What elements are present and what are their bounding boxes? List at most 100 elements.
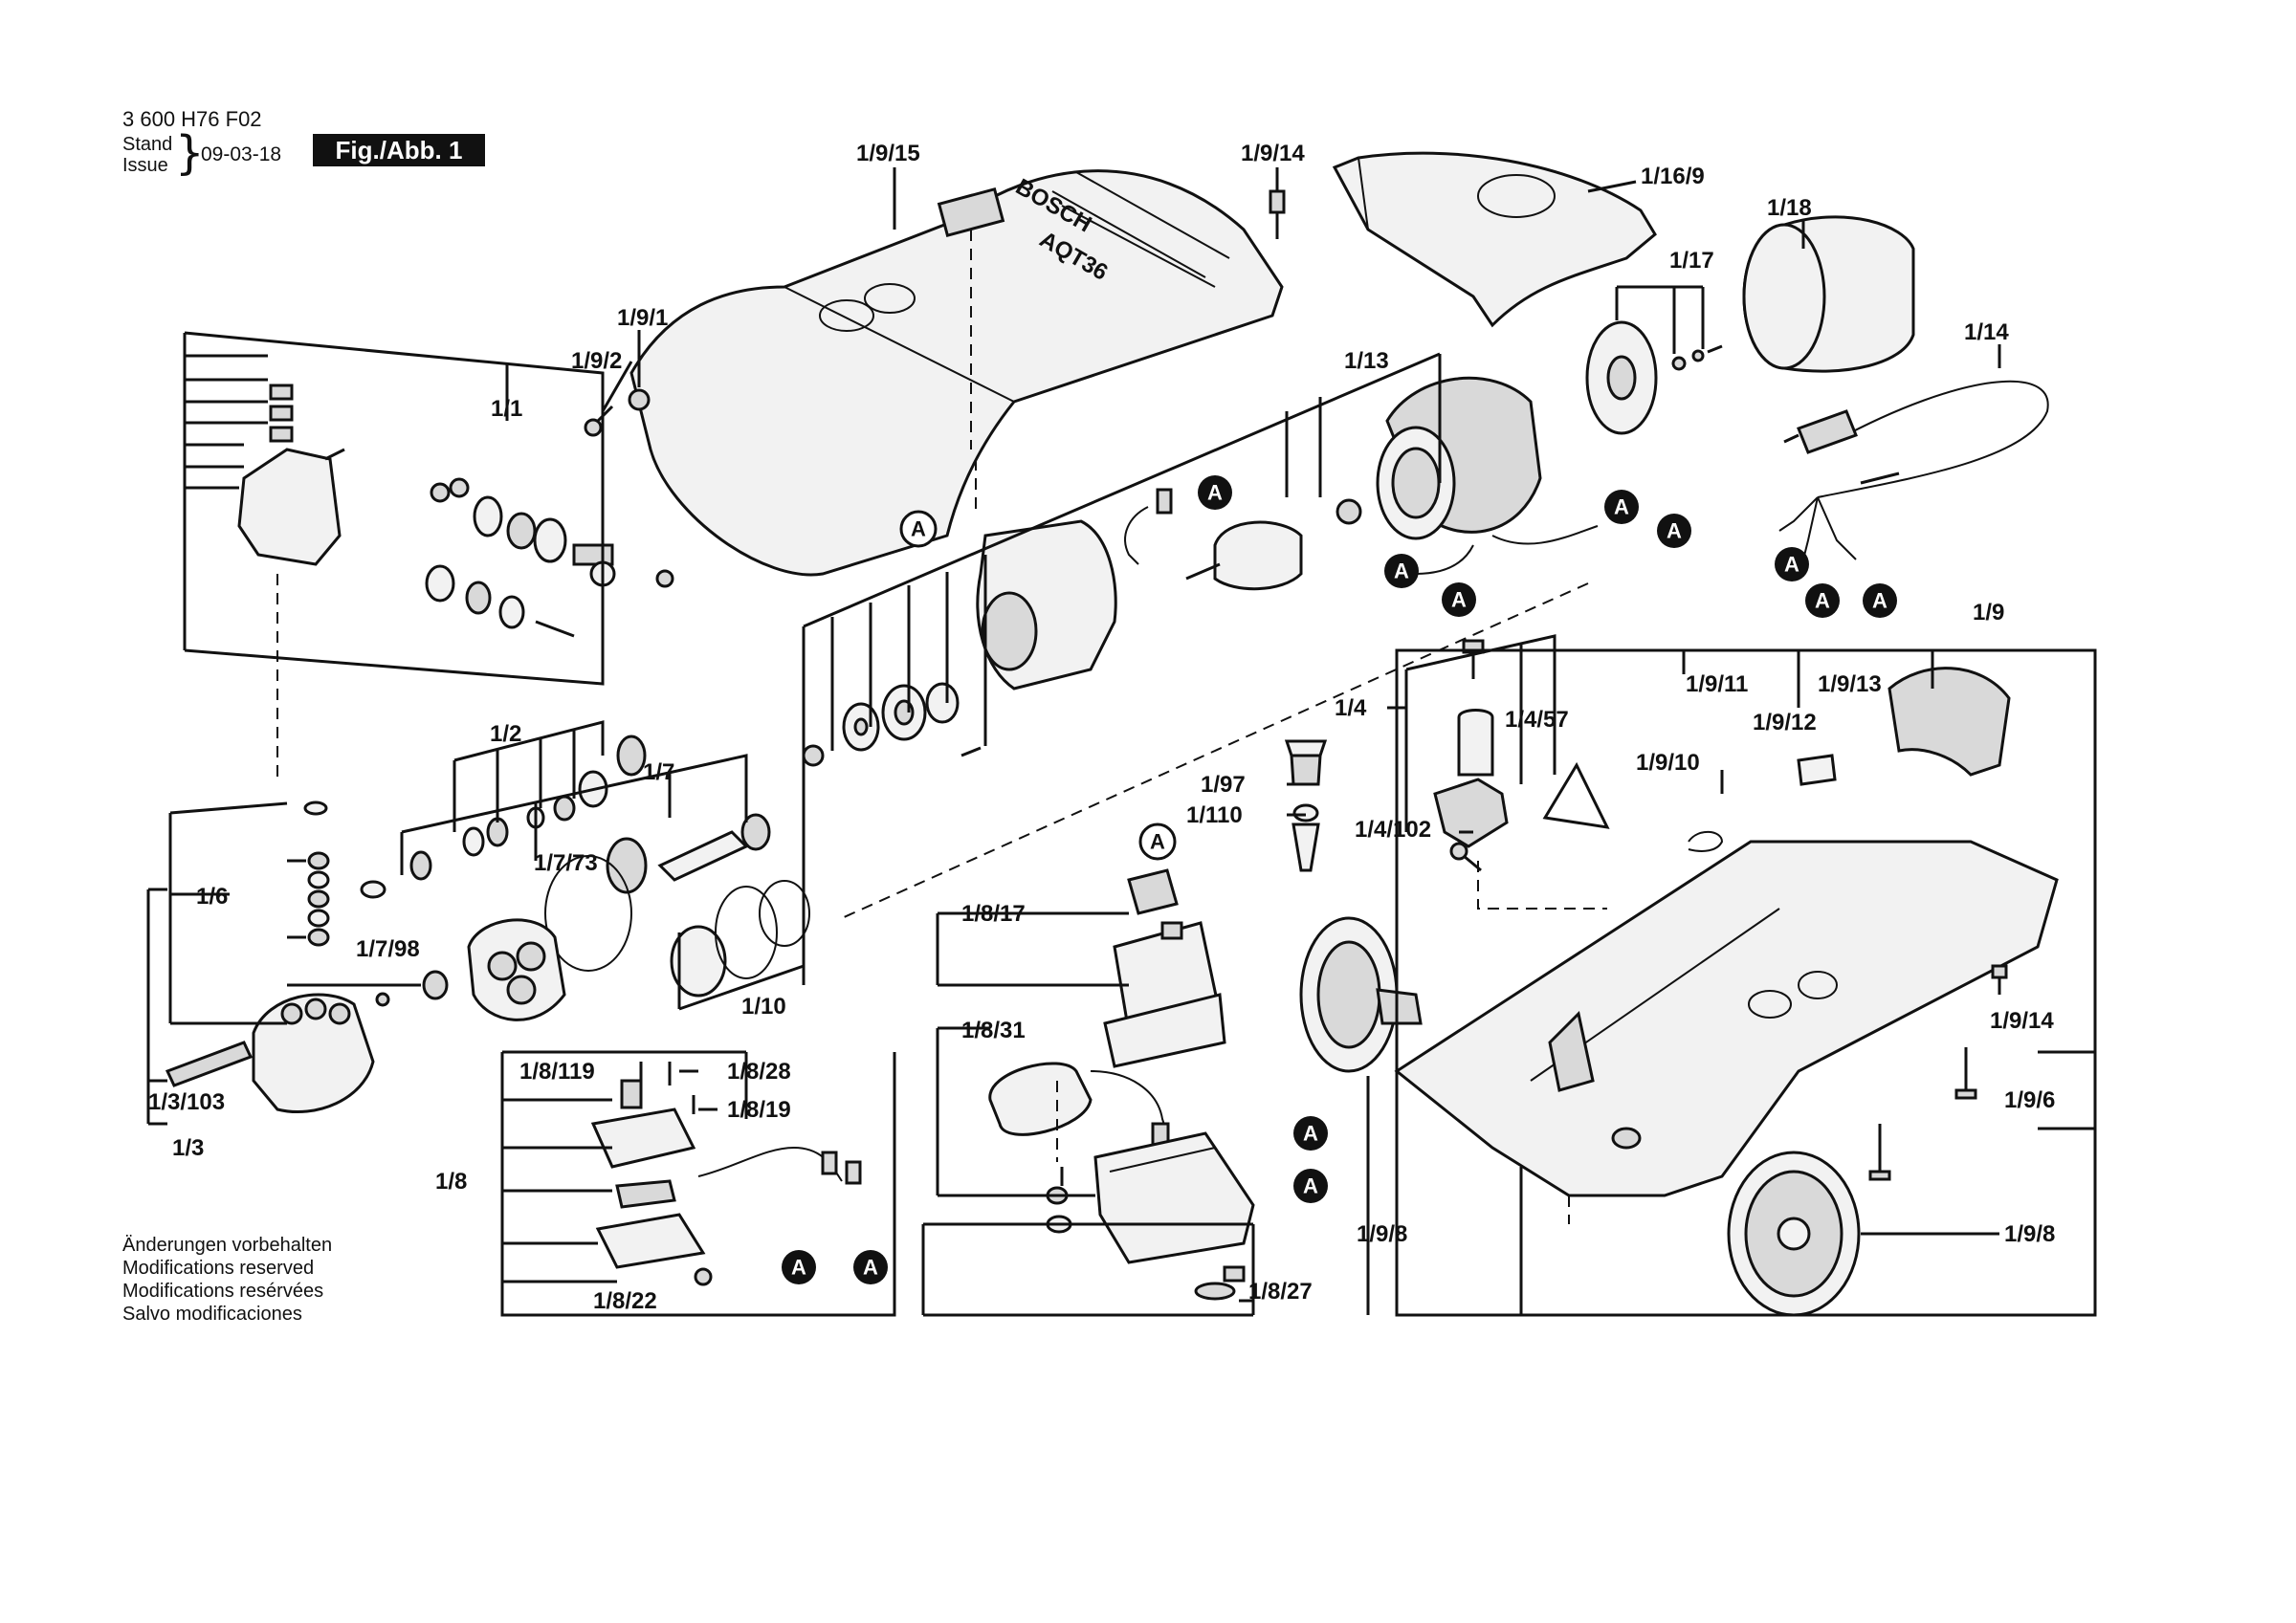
label-1-14: 1/14 (1964, 319, 2009, 345)
washer-1-9-1 (628, 388, 651, 411)
wheel-right-part (1727, 1151, 1861, 1317)
label-1-9-11: 1/9/11 (1686, 671, 1748, 697)
control-box-part (1046, 1131, 1255, 1301)
svg-text:A: A (1394, 559, 1409, 583)
svg-text:A: A (1303, 1122, 1318, 1146)
base-frame-part (1394, 840, 2059, 1197)
label-1-8-119: 1/8/119 (519, 1059, 595, 1085)
label-1-8-19: 1/8/19 (727, 1097, 791, 1123)
ref-marker-a: A (1293, 1116, 1328, 1151)
label-1-9-15: 1/9/15 (856, 141, 920, 166)
cable-clip-part (1688, 770, 1724, 852)
label-1-7-98: 1/7/98 (356, 936, 420, 962)
ref-marker-a: A (1657, 514, 1691, 548)
label-1-13: 1/13 (1344, 348, 1389, 374)
screws-base (1868, 964, 2008, 1181)
switch-housing-part (1103, 921, 1226, 1068)
foot-part (1797, 754, 1837, 786)
label-1-4: 1/4 (1335, 695, 1367, 721)
pump-valve-housing (237, 384, 345, 566)
svg-text:A: A (791, 1256, 806, 1280)
ref-marker-a-open: A (899, 510, 938, 548)
part-labels: 1/9/15 1/9/14 1/16/9 1/18 1/17 1/14 1/9/… (148, 141, 2055, 1314)
modification-notes: Änderungen vorbehalten Modifications res… (122, 1234, 332, 1326)
label-1-9-14-top: 1/9/14 (1241, 141, 1305, 166)
svg-text:A: A (1667, 519, 1682, 543)
label-1-9-14-right: 1/9/14 (1990, 1008, 2054, 1034)
brace-glyph: } (175, 126, 205, 180)
svg-text:A: A (1207, 481, 1223, 505)
screw-1-9-2 (584, 405, 614, 437)
note-es: Salvo modificaciones (122, 1304, 302, 1325)
note-de: Änderungen vorbehalten (122, 1235, 333, 1256)
ref-marker-a: A (1863, 583, 1897, 618)
label-1-3-103: 1/3/103 (148, 1089, 225, 1115)
label-1-6: 1/6 (196, 884, 228, 910)
ref-marker-a: A (1198, 475, 1232, 510)
motor-part (1336, 376, 1599, 575)
pressure-switch-part (590, 1062, 862, 1286)
ref-marker-a: A (853, 1250, 888, 1284)
label-1-17: 1/17 (1669, 248, 1714, 274)
label-1-97: 1/97 (1201, 772, 1246, 798)
svg-text:A: A (863, 1256, 878, 1280)
pump-body-part (165, 993, 375, 1114)
label-1-9-8-right: 1/9/8 (2004, 1221, 2055, 1247)
label-1-8-31: 1/8/31 (961, 1018, 1026, 1043)
svg-text:A: A (1451, 588, 1467, 612)
svg-text:A: A (911, 517, 926, 541)
label-1-9-6: 1/9/6 (2004, 1087, 2055, 1113)
label-1-4-102: 1/4/102 (1355, 817, 1431, 843)
power-cable-part (1778, 380, 2049, 560)
label-1-10: 1/10 (741, 994, 786, 1020)
label-1-7: 1/7 (643, 759, 674, 785)
svg-text:A: A (1303, 1174, 1318, 1198)
stand-label: Stand (122, 134, 173, 155)
label-1-18: 1/18 (1767, 195, 1812, 221)
wheel-left-part (1299, 916, 1423, 1073)
stand-issue-labels: Stand Issue (122, 134, 172, 176)
svg-text:A: A (1815, 589, 1830, 613)
capacitor-part (988, 1062, 1170, 1147)
rotor-part (1185, 520, 1303, 591)
label-1-16-9: 1/16/9 (1641, 164, 1705, 189)
document-number: 3 600 H76 F02 (122, 107, 262, 131)
label-1-8-27: 1/8/27 (1248, 1279, 1313, 1305)
label-1-1: 1/1 (491, 396, 522, 422)
ref-marker-a-open: A (1138, 822, 1177, 861)
svg-text:A: A (1784, 553, 1799, 577)
ref-marker-a: A (1442, 582, 1476, 617)
label-1-9-2: 1/9/2 (571, 348, 622, 374)
figure-badge: Fig./Abb. 1 (313, 134, 485, 166)
label-1-110: 1/110 (1186, 802, 1243, 828)
sleeve-part (1742, 215, 1915, 373)
label-1-2: 1/2 (490, 721, 521, 747)
handle-cap-part (1888, 667, 2011, 777)
fan-wheel-part (1585, 320, 1723, 435)
label-1-8-28: 1/8/28 (727, 1059, 791, 1085)
label-1-9-1: 1/9/1 (617, 305, 668, 331)
ref-marker-a: A (1604, 490, 1639, 524)
valve-stack-1-1 (425, 477, 674, 638)
screw-1-9-14 (1269, 189, 1286, 239)
leader-lines (146, 167, 2097, 1317)
nozzle-part (1284, 739, 1328, 872)
label-1-9-12: 1/9/12 (1753, 710, 1817, 735)
label-1-9-13: 1/9/13 (1818, 671, 1882, 697)
svg-text:A: A (1150, 830, 1165, 854)
note-fr: Modifications resérvées (122, 1281, 324, 1302)
label-1-3: 1/3 (172, 1135, 204, 1161)
top-cover-part: BOSCH AQT36 (629, 169, 1284, 577)
label-1-7-73: 1/7/73 (534, 850, 598, 876)
valve-stack-1-6 (303, 801, 449, 1007)
ref-marker-a: A (1293, 1169, 1328, 1203)
svg-text:A: A (1872, 589, 1888, 613)
label-1-9-8-left: 1/9/8 (1357, 1221, 1407, 1247)
issue-date: 09-03-18 (201, 143, 282, 165)
label-1-9: 1/9 (1973, 600, 2004, 625)
regulator-valve-part (1433, 639, 1610, 872)
ref-markers: A A A A A A A A A A A A A A (782, 475, 1897, 1284)
gear-housing-part (976, 519, 1117, 691)
switch-part (1127, 868, 1179, 915)
